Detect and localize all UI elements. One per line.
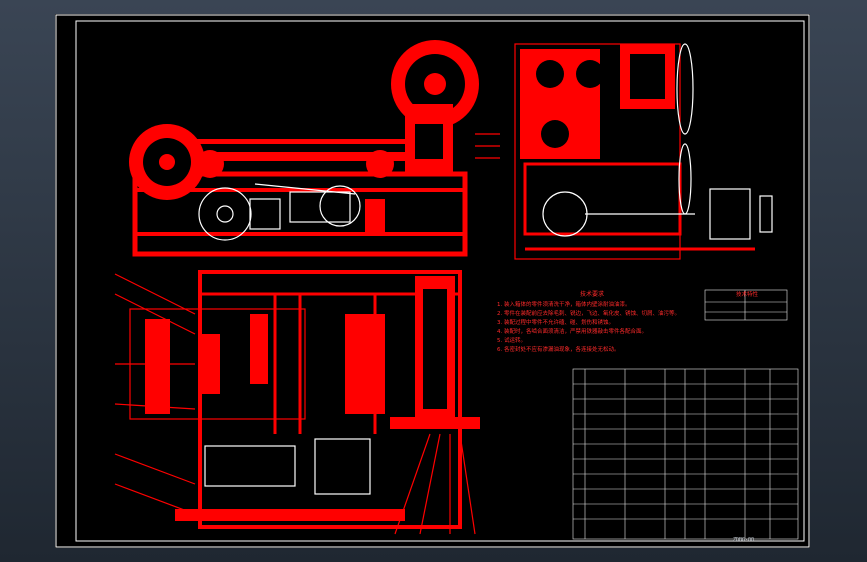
front-elevation-view <box>129 40 500 257</box>
tech-notes-title: 技术要求 <box>579 291 604 298</box>
tech-note-line: 4. 装配时，各啮合面须清洁，严禁用铁器敲击零件各配合面。 <box>497 329 647 335</box>
tech-note-line: 3. 装配过程中零件不允许磕、碰、划伤和锈蚀。 <box>497 320 614 326</box>
tech-note-line: 6. 各密封处不应有渗漏油现象，各连接处无松动。 <box>497 347 620 353</box>
parts-list-table <box>572 289 799 540</box>
tech-note-line: 5. 试运转。 <box>497 338 526 344</box>
reducer-outline <box>319 185 361 227</box>
performance-title: 技术特性 <box>735 292 758 298</box>
side-sheave <box>542 191 588 237</box>
base-frame <box>132 171 468 257</box>
technical-requirements: 技术要求 1. 装入箱体的零件须清洗干净，箱体内壁涂耐油油漆。 2. 零件在装配… <box>497 290 687 355</box>
sheet-border <box>55 14 810 548</box>
drawing-sheet: 技术要求 1. 装入箱体的零件须清洗干净，箱体内壁涂耐油油漆。 2. 零件在装配… <box>55 14 810 548</box>
drawing-number: ZDBG-00 <box>733 537 755 543</box>
gearbox-casing <box>198 270 462 529</box>
motor-pulley <box>198 187 252 241</box>
assembly-drawing <box>55 14 810 548</box>
side-elevation-view <box>514 43 773 260</box>
tech-note-line: 1. 装入箱体的零件须清洗干净，箱体内壁涂耐油油漆。 <box>497 302 631 308</box>
bottom-rail <box>175 509 405 521</box>
drawing-frame <box>75 20 805 542</box>
motor-outline <box>709 188 751 240</box>
plan-section-view <box>114 270 480 535</box>
side-frame <box>514 43 681 260</box>
motor-plan <box>204 445 296 487</box>
performance-table-box <box>704 289 788 321</box>
tech-note-line: 2. 零件在装配前应去除毛刺、锐边，飞边、氧化皮、锈蚀、切屑、油污等。 <box>497 311 680 317</box>
